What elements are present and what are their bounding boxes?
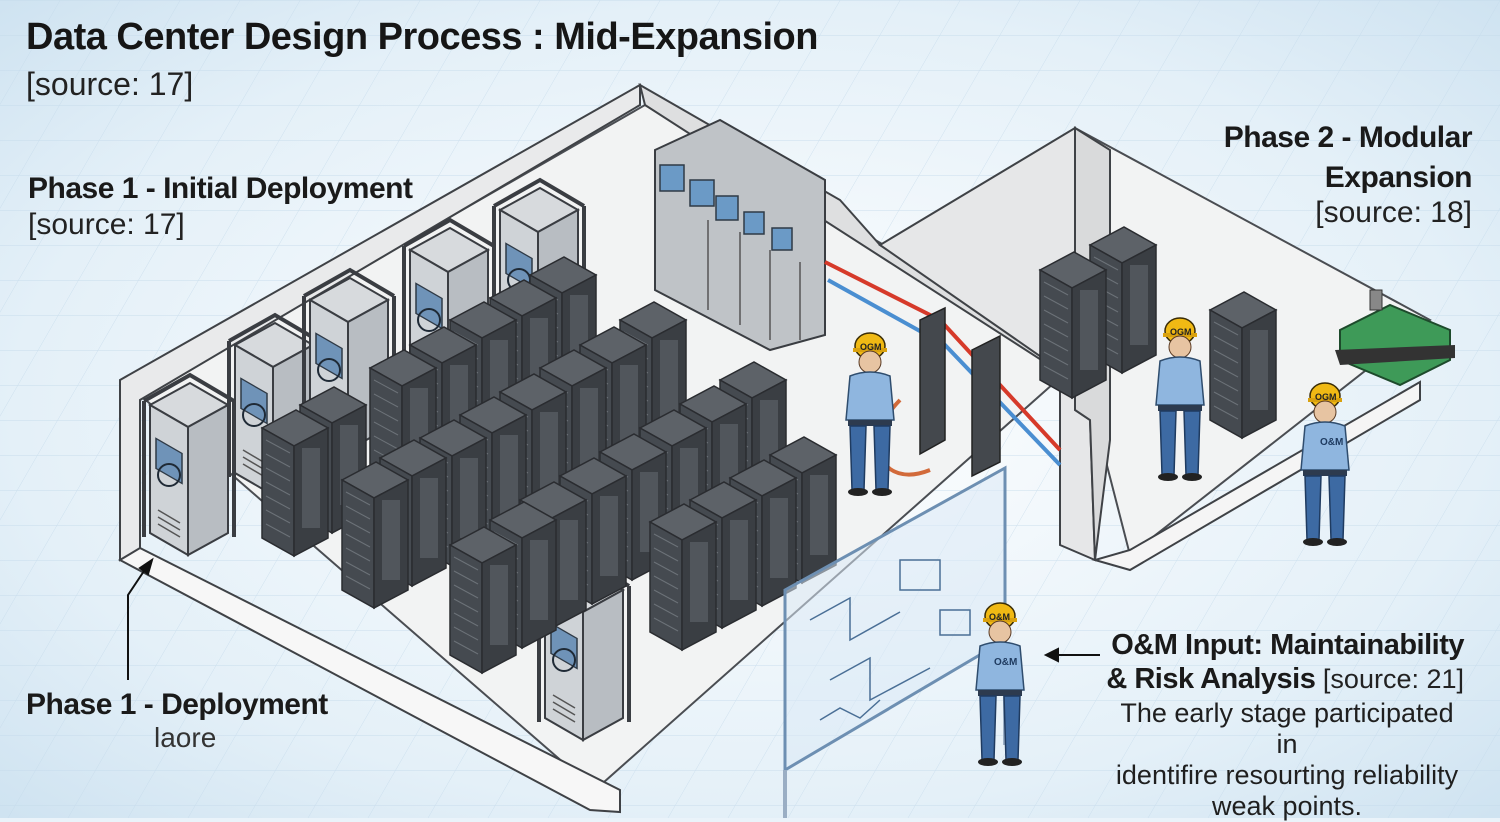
phase1-title: Phase 1 - Initial Deployment [28, 172, 413, 205]
om-input-body: The early stage participated in identifi… [1104, 698, 1464, 822]
crah-unit-1 [142, 373, 236, 557]
page-title: Data Center Design Process : Mid-Expansi… [26, 16, 818, 58]
om-input-title-line2-wrap: & Risk Analysis [source: 21] [1104, 662, 1464, 696]
om-input-title-line1: O&M Input: Maintainability [1111, 629, 1464, 661]
om-input-source: [source: 21] [1322, 664, 1464, 694]
pdu-units [919, 306, 1001, 478]
phase2-wall-front [1091, 380, 1421, 572]
page-title-source: [source: 17] [26, 66, 194, 102]
switchgear-panels [654, 118, 826, 352]
om-input-body-line3: weak points. [1211, 791, 1363, 821]
deployment-subtitle: laore [154, 722, 217, 753]
om-input-body-line2: identifire resourting reliability [1115, 760, 1459, 790]
generator [1335, 289, 1455, 387]
phase1-source: [source: 17] [28, 208, 185, 241]
helmet-label-electrical: OGM [860, 342, 882, 352]
deployment-title: Phase 1 - Deployment [26, 688, 328, 721]
helmet-label-expansion-1: OGM [1170, 327, 1192, 337]
shirt-label-planning: O&M [994, 657, 1017, 668]
phase2-source: [source: 18] [1315, 196, 1472, 229]
deployment-arrow [127, 557, 154, 680]
om-input-title-line2: & Risk Analysis [1106, 663, 1316, 695]
om-input-callout: O&M Input: Maintainability & Risk Analys… [1104, 628, 1464, 822]
om-input-body-line1: The early stage participated in [1120, 698, 1454, 759]
helmet-label-expansion-2: OGM [1315, 392, 1337, 402]
shirt-label-expansion-2: O&M [1320, 437, 1343, 448]
om-arrow [1043, 647, 1100, 663]
phase1-wall-front [117, 546, 621, 814]
phase2-title: Phase 2 - Modular Expansion [1223, 121, 1473, 194]
helmet-label-planning: O&M [989, 612, 1010, 622]
